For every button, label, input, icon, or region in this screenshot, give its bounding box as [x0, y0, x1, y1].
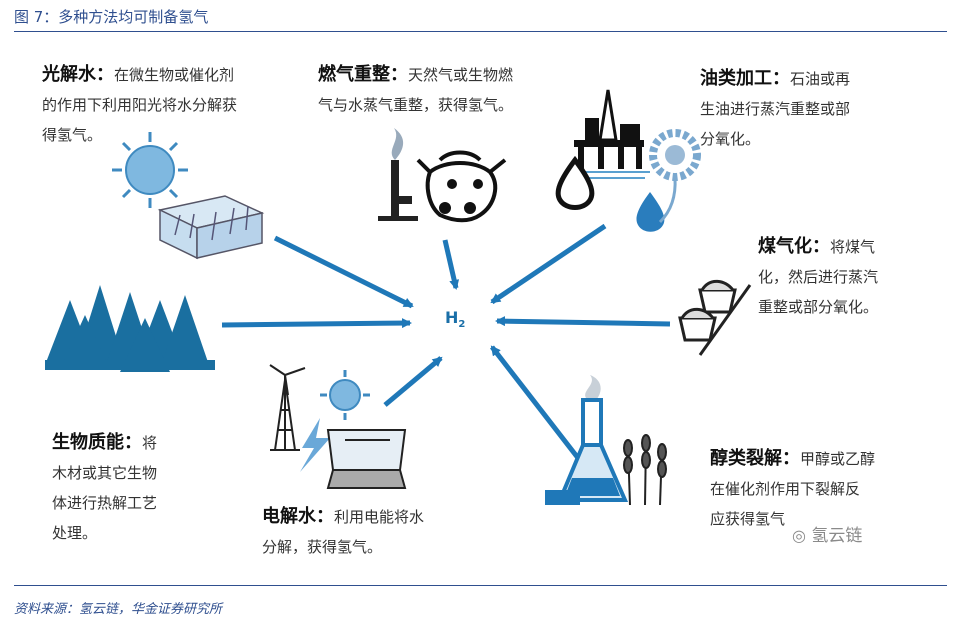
- method-name: 生物质能：: [52, 432, 142, 453]
- arrow-gas-reform: [442, 239, 460, 290]
- desc-photolysis: 光解水：在微生物或催化剂 的作用下利用阳光将水分解获 得氢气。: [42, 60, 237, 150]
- desc-line: 得氢气。: [42, 126, 103, 144]
- wechat-icon: ◎: [792, 526, 806, 545]
- desc-line: 将: [142, 434, 158, 452]
- desc-biomass: 生物质能：将 木材或其它生物 体进行热解工艺 处理。: [52, 428, 157, 548]
- desc-line: 处理。: [52, 524, 98, 542]
- desc-electrolysis: 电解水：利用电能将水 分解，获得氢气。: [262, 502, 424, 562]
- flower-icon: [649, 129, 701, 224]
- desc-oil: 油类加工：石油或再 生油进行蒸汽重整或部 分氧化。: [700, 64, 850, 154]
- arrow-alcohol: [490, 345, 580, 460]
- desc-line: 利用电能将水: [334, 508, 425, 526]
- sun-icon: [112, 132, 188, 208]
- wheat-icon: [623, 434, 667, 506]
- lightning-icon: [300, 418, 330, 472]
- flask-icon: [545, 375, 629, 505]
- method-name: 电解水：: [262, 506, 334, 527]
- h2-subscript: 2: [458, 319, 466, 331]
- coal-cart-icon: [678, 279, 752, 356]
- method-name: 油类加工：: [700, 68, 790, 89]
- desc-line: 石油或再: [790, 70, 851, 88]
- desc-line: 天然气或生物燃: [408, 66, 514, 84]
- desc-line: 气与水蒸气重整，获得氢气。: [318, 96, 514, 114]
- desc-line: 体进行热解工艺: [52, 494, 158, 512]
- desc-line: 分氧化。: [700, 130, 761, 148]
- source-note: 资料来源：氢云链，华金证券研究所: [14, 602, 223, 617]
- title-rule: [14, 31, 947, 32]
- desc-coal: 煤气化：将煤气 化，然后进行蒸汽 重整或部分氧化。: [758, 232, 878, 322]
- hydrogen-label: H2: [445, 308, 465, 330]
- desc-line: 化，然后进行蒸汽: [758, 268, 879, 286]
- cow-icon: [416, 150, 507, 223]
- desc-line: 分解，获得氢气。: [262, 538, 383, 556]
- method-name: 燃气重整：: [318, 64, 408, 85]
- desc-line: 在催化剂作用下裂解反: [710, 480, 861, 498]
- method-name: 光解水：: [42, 64, 114, 85]
- arrow-biomass: [221, 318, 412, 329]
- arrow-oil: [490, 223, 607, 305]
- arrow-coal: [495, 316, 671, 327]
- desc-line: 生油进行蒸汽重整或部: [700, 100, 851, 118]
- watermark: ◎ 氢云链: [792, 521, 862, 546]
- method-name: 醇类裂解：: [710, 448, 800, 469]
- figure-title: 图 7：多种方法均可制备氢气: [14, 8, 209, 26]
- desc-line: 应获得氢气: [710, 510, 786, 528]
- small-sun-icon: [320, 370, 370, 420]
- desc-line: 在微生物或催化剂: [114, 66, 235, 84]
- footer-rule: [14, 585, 947, 586]
- oil-drop-icon: [555, 155, 595, 210]
- desc-alcohol: 醇类裂解：甲醇或乙醇 在催化剂作用下裂解反 应获得氢气: [710, 444, 875, 534]
- desc-line: 将煤气: [830, 238, 876, 256]
- burner-icon: [378, 128, 418, 221]
- arrow-photolysis: [273, 235, 414, 309]
- h2-symbol: H: [445, 308, 459, 327]
- desc-gas-reform: 燃气重整：天然气或生物燃 气与水蒸气重整，获得氢气。: [318, 60, 513, 120]
- forest-icon: [45, 285, 215, 372]
- arrows: [221, 223, 671, 460]
- dam-icon: [326, 429, 407, 489]
- desc-line: 的作用下利用阳光将水分解获: [42, 96, 238, 114]
- watermark-text: 氢云链: [811, 526, 863, 546]
- desc-line: 甲醇或乙醇: [800, 450, 876, 468]
- arrow-electrolysis: [383, 356, 443, 407]
- oil-rig-icon: [565, 89, 650, 179]
- water-tank-icon: [157, 195, 265, 260]
- method-name: 煤气化：: [758, 236, 830, 257]
- wind-turbine-icon: [269, 364, 306, 451]
- water-drop-icon: [636, 192, 665, 232]
- desc-line: 木材或其它生物: [52, 464, 158, 482]
- desc-line: 重整或部分氧化。: [758, 298, 879, 316]
